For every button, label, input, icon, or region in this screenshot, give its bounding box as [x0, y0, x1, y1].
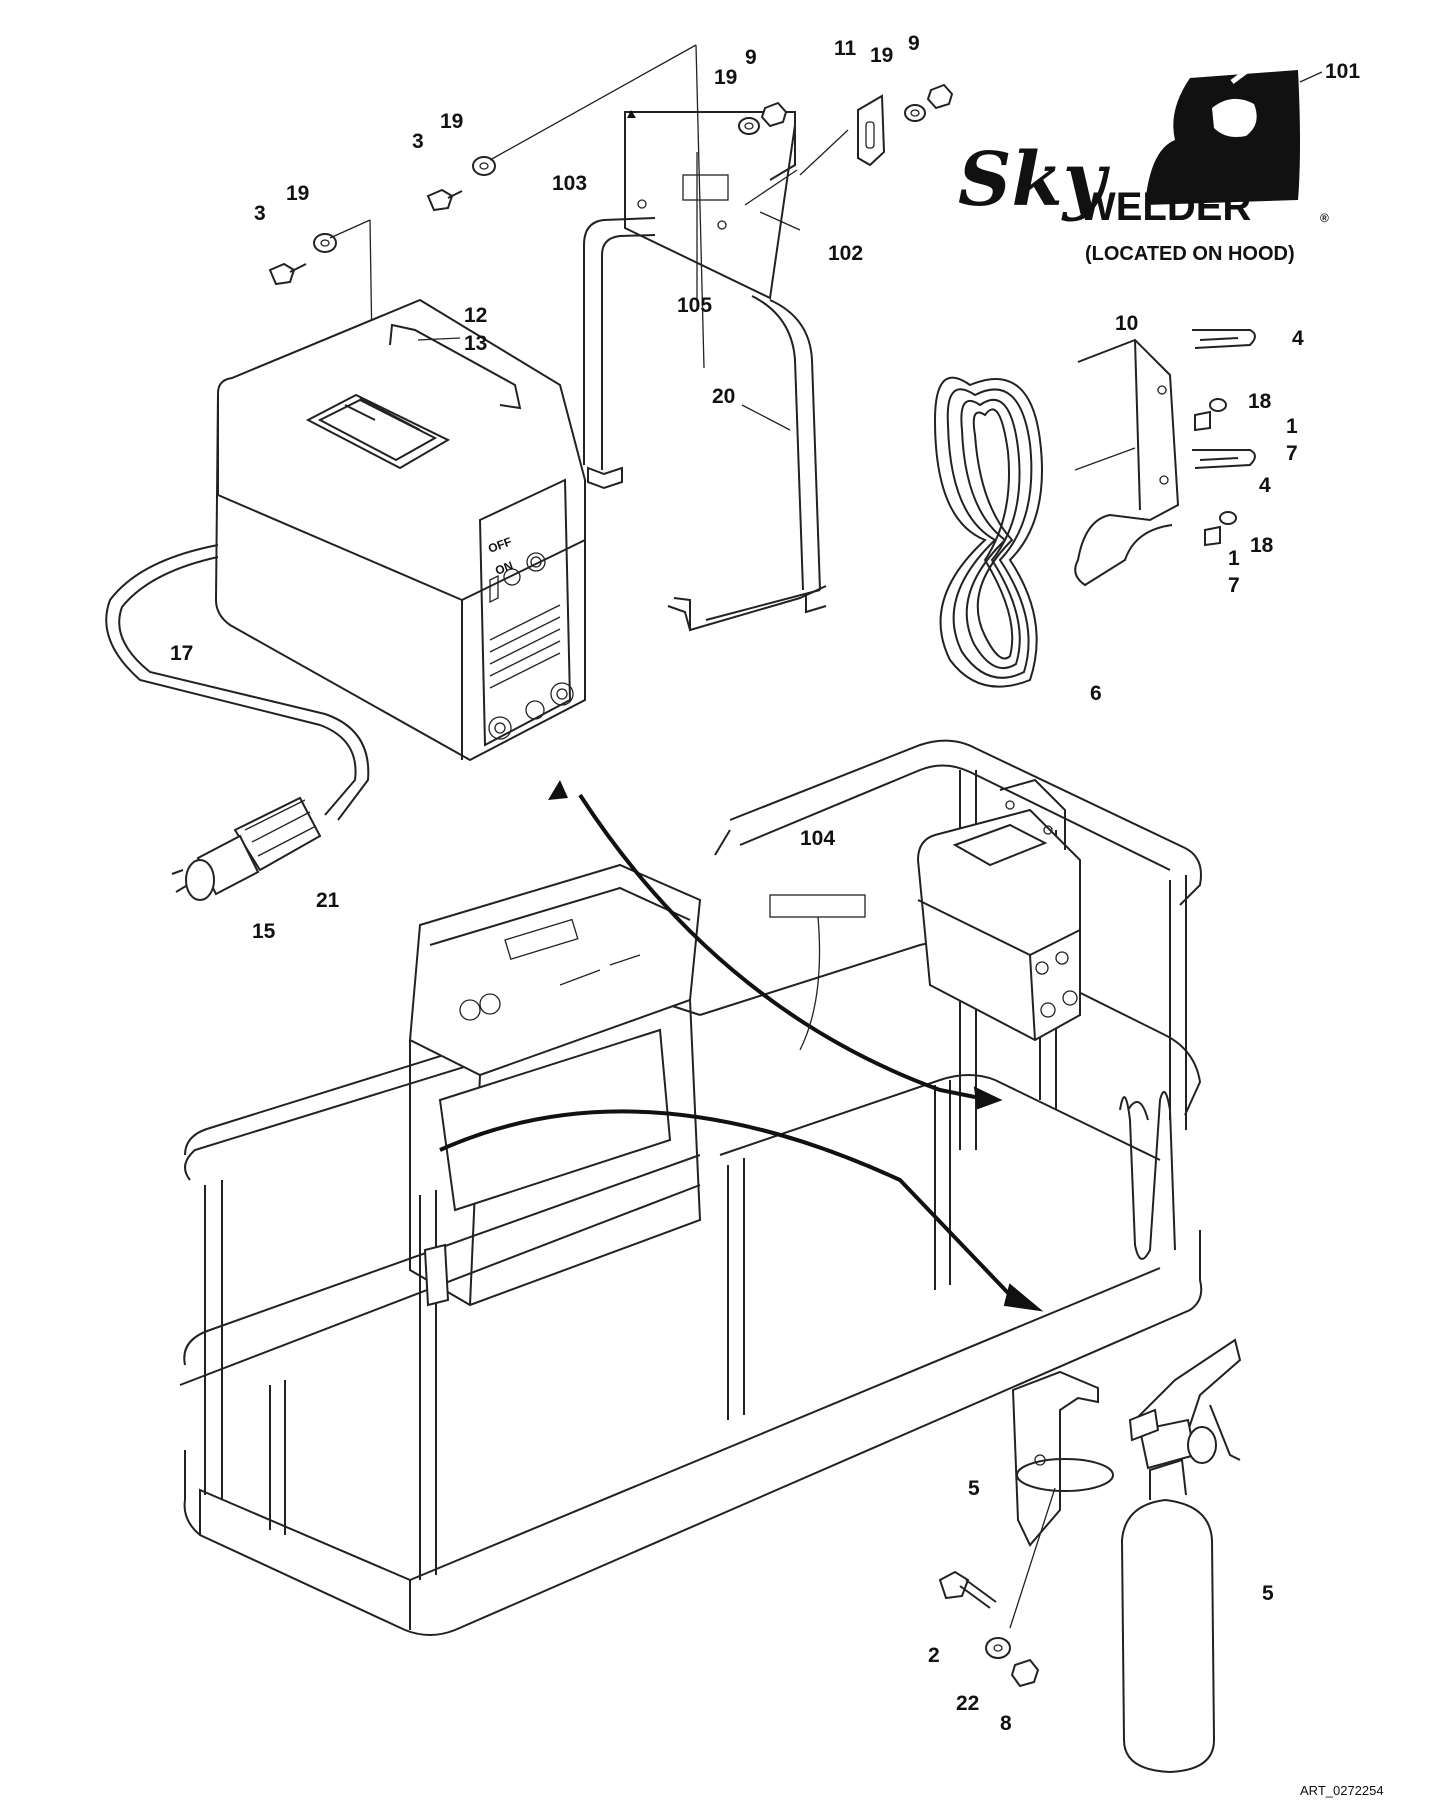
callout-10: 10 — [1115, 312, 1138, 335]
callout-103: 103 — [552, 172, 587, 195]
logo-block: WELDER — [1078, 185, 1251, 229]
callout-1: 1 — [1228, 547, 1240, 570]
callout-19: 19 — [714, 66, 737, 89]
callout-5: 5 — [968, 1477, 980, 1500]
callout-3: 3 — [412, 130, 424, 153]
callout-11: 11 — [834, 37, 857, 60]
callout-15: 15 — [252, 920, 276, 943]
callout-13: 13 — [464, 332, 487, 355]
registered-mark: ® — [1320, 211, 1329, 225]
callout-19: 19 — [870, 44, 893, 67]
logo-script: Sky — [958, 137, 1111, 223]
fire-extinguisher — [1120, 1338, 1242, 1774]
callout-7: 7 — [1228, 574, 1240, 597]
control-console — [408, 863, 702, 1307]
callout-19: 19 — [440, 110, 463, 133]
welder-unit: OFF ON — [214, 298, 586, 762]
power-cable — [105, 544, 370, 821]
mounting-plate — [624, 110, 796, 300]
callout-18: 18 — [1248, 390, 1272, 413]
callout-102: 102 — [828, 242, 863, 265]
callout-4: 4 — [1259, 474, 1271, 497]
callout-labels: 101 9 9 11 19 19 19 19 3 3 103 102 105 1… — [170, 32, 1360, 1735]
on-label: ON — [493, 559, 515, 578]
callout-22: 22 — [956, 1692, 979, 1715]
u-frame-bracket — [583, 217, 827, 632]
callout-7: 7 — [1286, 442, 1298, 465]
mounted-welder — [916, 778, 1081, 1042]
output-socket-right — [550, 682, 574, 706]
callout-101: 101 — [1325, 60, 1360, 83]
art-number: ART_0272254 — [1300, 1783, 1384, 1798]
callout-20: 20 — [712, 385, 735, 408]
cable-coil — [933, 376, 1043, 688]
callout-4: 4 — [1292, 327, 1304, 350]
welder-silhouette-icon — [1145, 70, 1300, 205]
callout-9: 9 — [745, 46, 757, 69]
callout-105: 105 — [677, 294, 712, 317]
callout-2: 2 — [928, 1644, 940, 1667]
logo-location-note: (LOCATED ON HOOD) — [1085, 243, 1295, 265]
hardware-hex-nuts — [268, 83, 954, 286]
callout-5: 5 — [1262, 1582, 1274, 1605]
console-display — [504, 918, 579, 960]
warning-triangle-icon — [627, 110, 636, 118]
callout-1: 1 — [1286, 415, 1298, 438]
hook-bracket — [1074, 329, 1256, 587]
basket-cable-coil — [1119, 1091, 1176, 1260]
control-socket — [525, 700, 545, 720]
callout-8: 8 — [1000, 1712, 1012, 1735]
callout-19: 19 — [286, 182, 309, 205]
callout-6: 6 — [1090, 682, 1102, 705]
current-knob — [526, 552, 546, 572]
decal-104 — [769, 894, 866, 1051]
mounting-hardware-bottom — [938, 1487, 1056, 1688]
callout-21: 21 — [316, 889, 340, 912]
callout-9: 9 — [908, 32, 920, 55]
output-socket-left — [488, 716, 512, 740]
bracket-11 — [857, 94, 886, 167]
skywelder-logo: Sky WELDER ® (LOCATED ON HOOD) — [958, 68, 1329, 265]
callout-3: 3 — [254, 202, 266, 225]
callout-12: 12 — [464, 304, 487, 327]
platform-basket — [179, 739, 1203, 1636]
extinguisher-bracket — [1011, 1370, 1114, 1547]
callout-17: 17 — [170, 642, 193, 665]
installation-arrows — [439, 780, 1044, 1312]
callout-104: 104 — [800, 827, 835, 850]
plug-connector — [171, 796, 322, 901]
callout-18: 18 — [1250, 534, 1274, 557]
selector-knob — [503, 568, 521, 586]
